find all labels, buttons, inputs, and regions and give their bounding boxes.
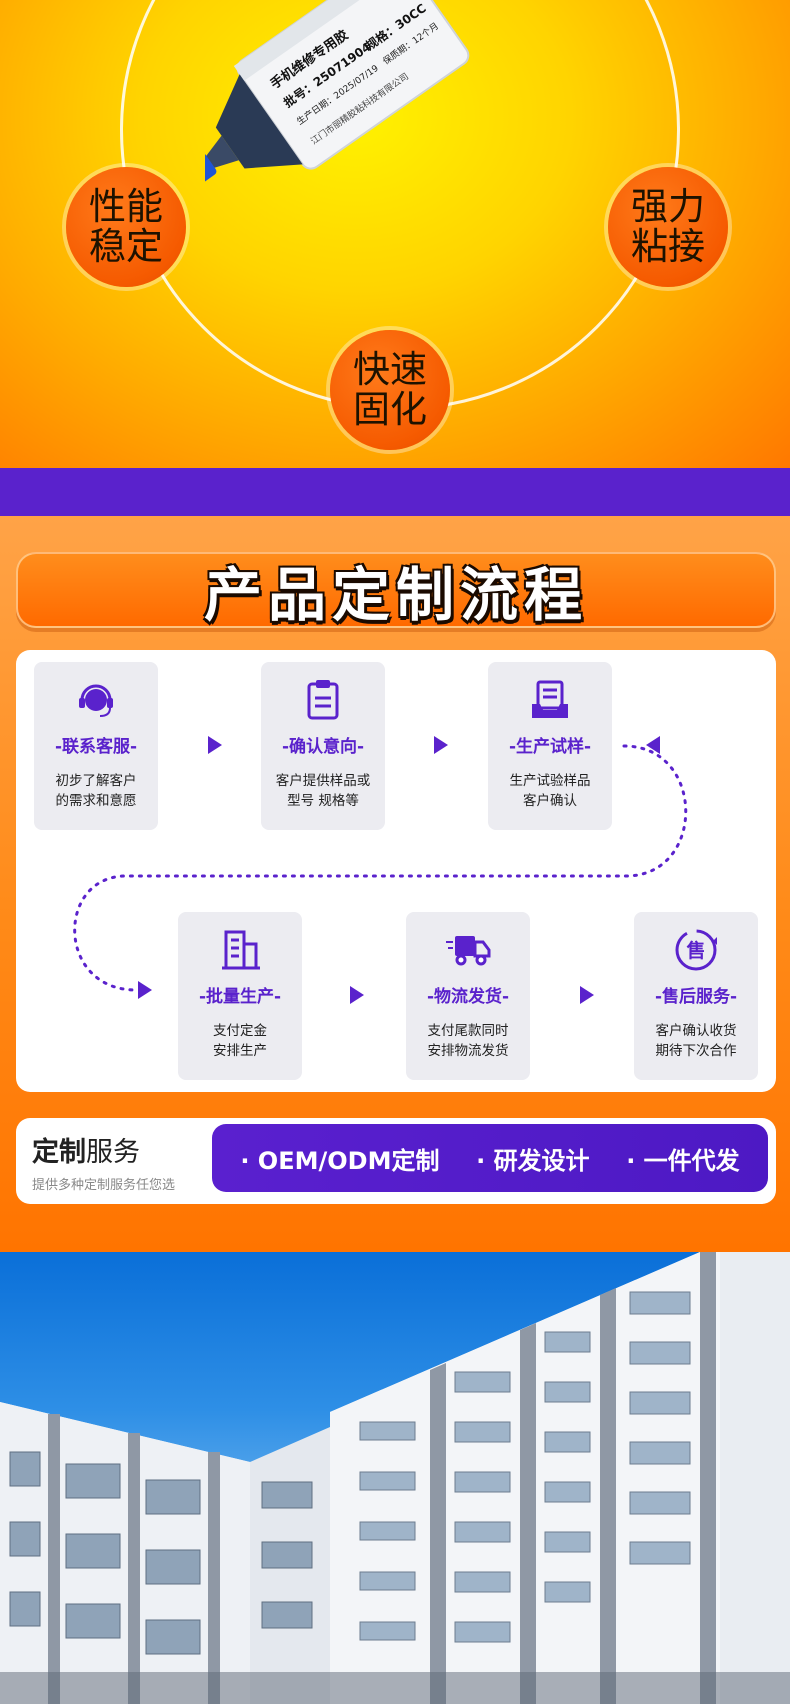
step-contact-service: -联系客服- 初步了解客户 的需求和意愿 [34,662,158,830]
step-title: -联系客服- [54,737,138,757]
factory-building-photo [0,1252,790,1704]
badge-line: 粘接 [631,225,705,268]
badge-stable-performance: 性能 稳定 [66,167,186,287]
step-title: -确认意向- [281,737,365,757]
service-options-pill: OEM/ODM定制 研发设计 一件代发 [212,1124,768,1192]
step-arrow-icon [646,736,660,754]
step-title: -批量生产- [198,987,282,1007]
step-description: 支付尾款同时 安排物流发货 [427,1023,509,1059]
step-title: -物流发货- [426,987,510,1007]
document-tray-icon [526,676,574,724]
step-mass-production: -批量生产- 支付定金 安排生产 [178,912,302,1080]
step-description: 生产试验样品 客户确认 [509,773,591,809]
service-item-dropship: 一件代发 [626,1141,740,1176]
service-title: 定制服务 [32,1130,140,1169]
truck-icon [444,926,492,974]
step-arrow-icon [434,736,448,754]
step-arrow-icon [208,736,222,754]
badge-line: 性能 [89,185,163,228]
badge-strong-bonding: 强力 粘接 [608,167,728,287]
step-arrow-icon [138,981,152,999]
building-icon [216,926,264,974]
step-confirm-intent: -确认意向- 客户提供样品或 型号 规格等 [261,662,385,830]
after-sales-icon: 售 [672,926,720,974]
step-sample-production: -生产试样- 生产试验样品 客户确认 [488,662,612,830]
service-item-rnd: 研发设计 [476,1141,590,1176]
badge-line: 强力 [631,185,705,228]
step-arrow-icon [580,986,594,1004]
step-description: 客户提供样品或 型号 规格等 [275,773,371,809]
service-item-oem-odm: OEM/ODM定制 [240,1141,440,1176]
glue-tube-image: 手机维修专用胶 批号：25071904 规格：30CC 生产日期：2025/07… [205,0,470,187]
badge-line: 稳定 [89,225,163,268]
step-title: -售后服务- [654,987,738,1007]
custom-service-bar: 定制服务 提供多种定制服务任您选 OEM/ODM定制 研发设计 一件代发 [16,1118,776,1204]
service-title-rest: 服务 [86,1137,140,1168]
step-description: 初步了解客户 的需求和意愿 [55,773,137,809]
badge-fast-curing: 快速 固化 [330,330,450,450]
step-after-sales: 售 -售后服务- 客户确认收货 期待下次合作 [634,912,758,1080]
process-title-bar: 产品定制流程 [16,552,776,629]
process-title: 产品定制流程 [203,561,588,629]
step-description: 支付定金 安排生产 [213,1023,267,1059]
headset-icon [72,676,120,724]
service-title-bold: 定制 [32,1137,86,1168]
badge-line: 快速 [353,348,427,391]
step-title: -生产试样- [508,737,592,757]
hero-banner: 手机维修专用胶 批号：25071904 规格：30CC 生产日期：2025/07… [0,0,790,468]
customization-process-section: 产品定制流程 -联系客服- 初步了解客户 的需求和意愿 -确认意向- 客户提供样… [0,516,790,1252]
clipboard-icon [299,676,347,724]
factory-building-illustration [0,1252,790,1704]
step-description: 客户确认收货 期待下次合作 [655,1023,737,1059]
step-arrow-icon [350,986,364,1004]
process-steps-panel: -联系客服- 初步了解客户 的需求和意愿 -确认意向- 客户提供样品或 型号 规… [16,650,776,1092]
badge-line: 固化 [353,388,427,431]
step-logistics: -物流发货- 支付尾款同时 安排物流发货 [406,912,530,1080]
purple-divider-band [0,468,790,516]
service-subtitle: 提供多种定制服务任您选 [32,1178,176,1193]
svg-text:售: 售 [685,939,705,962]
